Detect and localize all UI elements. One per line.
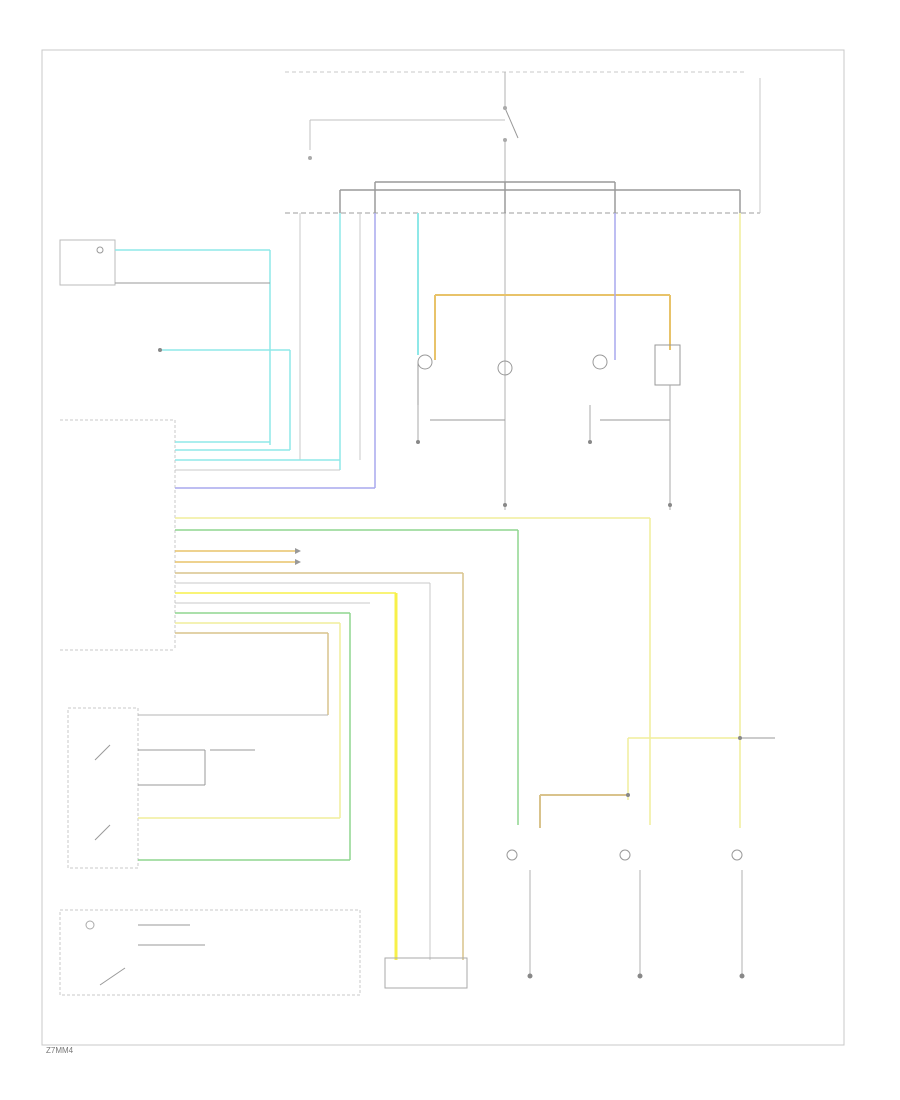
lamp-icon <box>96 246 104 254</box>
figure-code: Z7MM4 <box>46 1046 74 1055</box>
splice-icon <box>738 736 742 740</box>
splice-icon <box>503 503 507 507</box>
rear-lamps <box>506 849 745 979</box>
body-control-module <box>60 419 176 651</box>
distribution-bar <box>339 181 741 213</box>
splice-icon <box>626 793 630 797</box>
hazard-switch <box>59 909 361 996</box>
brake-lamp-relay <box>308 72 519 185</box>
lamp-icon <box>417 354 433 370</box>
lamp-left-top <box>59 239 116 286</box>
right-stop-turn-lamp <box>589 213 681 510</box>
switch-icon <box>94 744 111 761</box>
lamp-icon <box>592 354 608 370</box>
connector-icon <box>295 548 301 554</box>
splice-icon <box>158 348 162 352</box>
headlamp-switch <box>67 707 350 869</box>
lamp-icon <box>506 849 518 861</box>
ground-icon <box>637 973 643 979</box>
ground-icon <box>527 973 533 979</box>
ground-icon <box>739 973 745 979</box>
left-stop-turn-lamp <box>417 213 671 510</box>
ground-icon <box>416 440 420 444</box>
diagram-border <box>41 49 845 1046</box>
splice-icon <box>668 503 672 507</box>
relay-terminal <box>503 106 507 110</box>
ground-icon <box>588 440 592 444</box>
brake-pedal-sensor <box>384 957 468 989</box>
power-bus <box>285 71 761 214</box>
